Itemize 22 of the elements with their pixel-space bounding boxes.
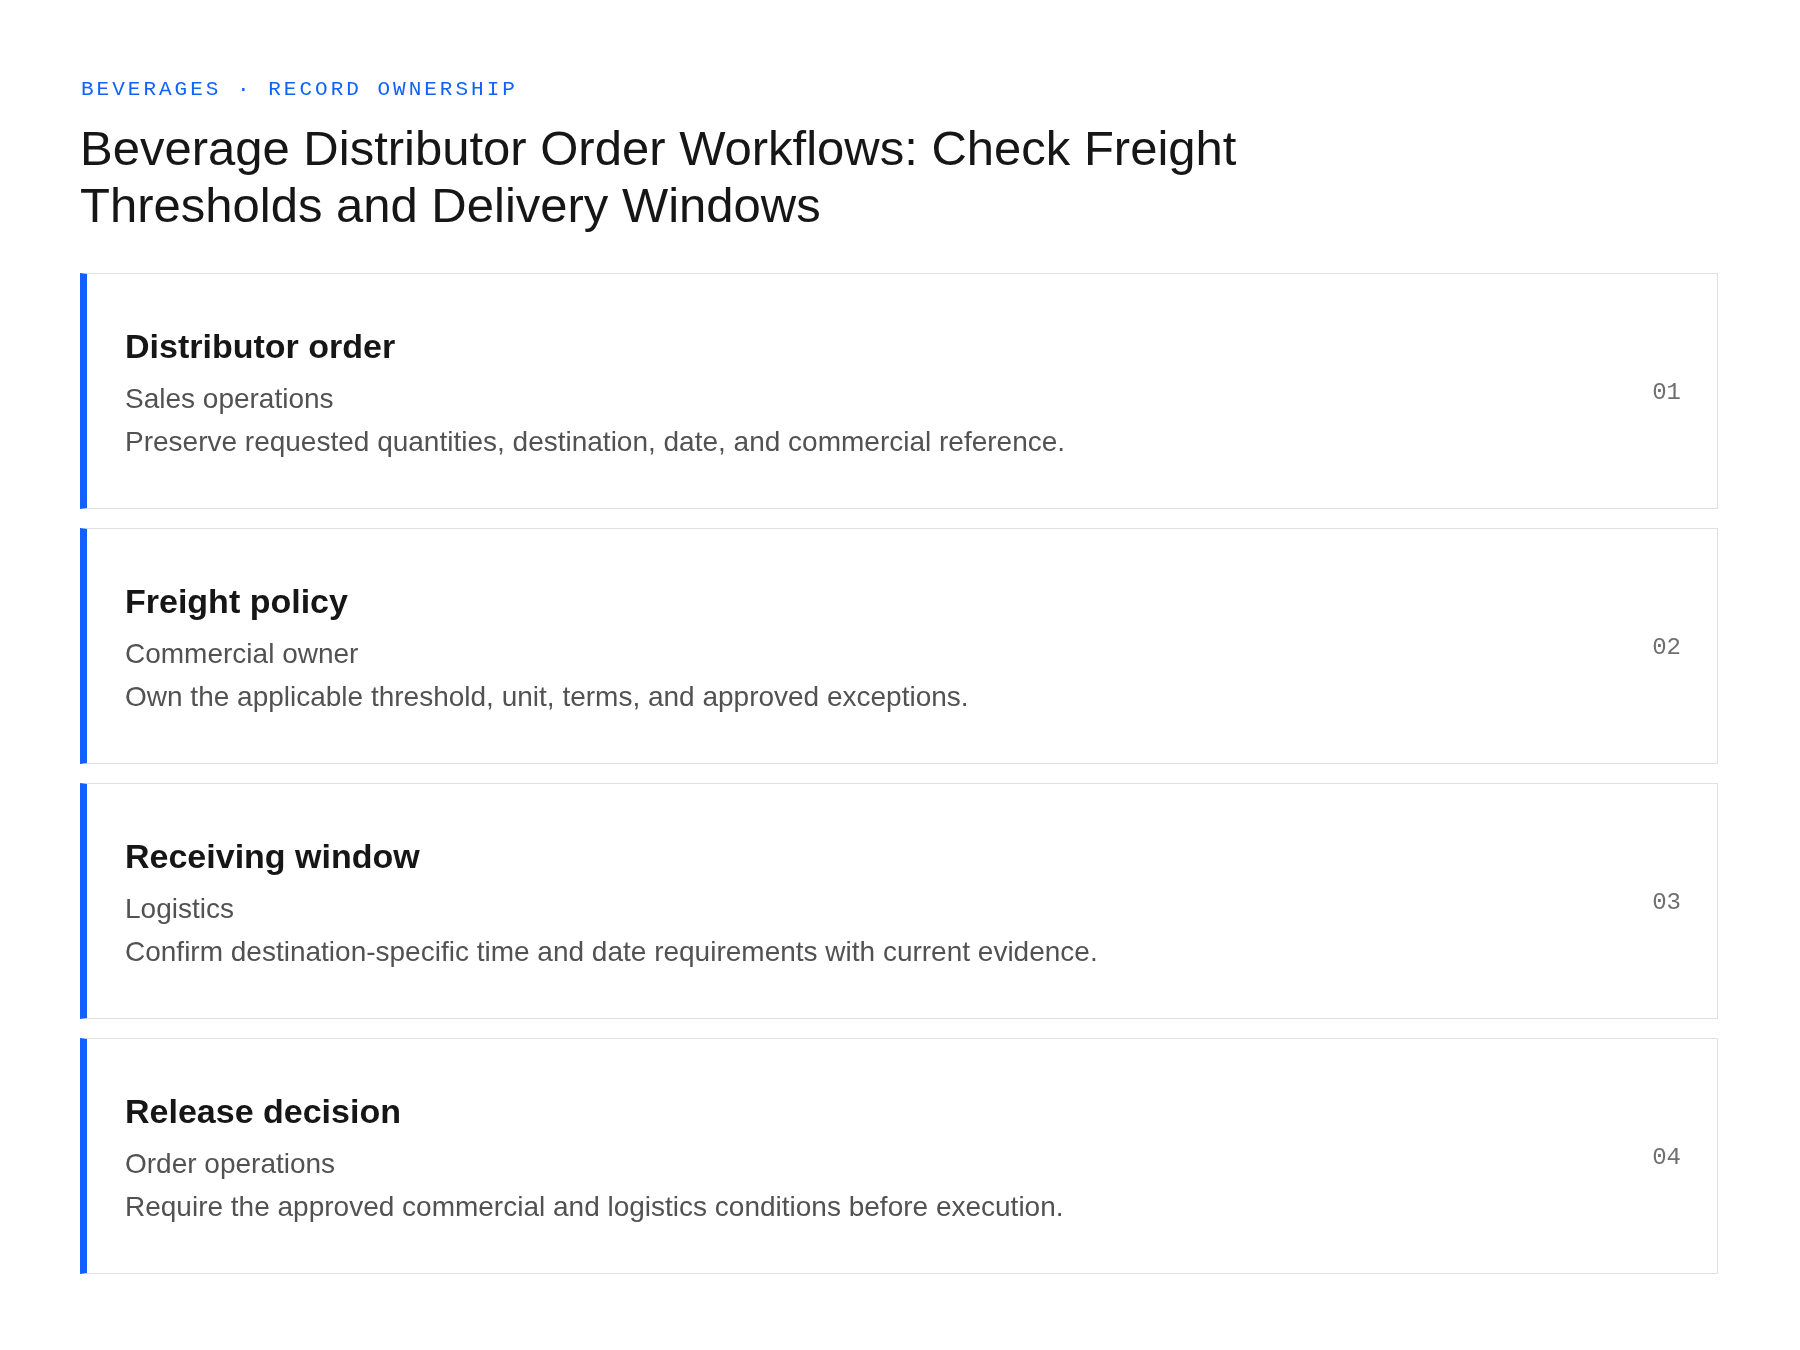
step-number: 01 xyxy=(1652,378,1681,408)
card-heading: Receiving window xyxy=(125,836,420,876)
card-description: Require the approved commercial and logistics conditions before execution. xyxy=(125,1190,1064,1224)
card-subtitle: Order operations xyxy=(125,1147,336,1181)
card-subtitle: Commercial owner xyxy=(125,637,359,671)
step-number: 02 xyxy=(1652,633,1681,663)
card-subtitle: Sales operations xyxy=(125,382,334,416)
step-card xyxy=(80,783,1718,1019)
step-card xyxy=(80,528,1718,764)
card-description: Own the applicable threshold, unit, terms, and approved exceptions. xyxy=(125,680,969,714)
card-subtitle: Logistics xyxy=(125,892,234,926)
page-title: Beverage Distributor Order Workflows: Check Freight Thresholds and Delivery Windows xyxy=(80,120,1238,234)
step-number: 04 xyxy=(1652,1143,1681,1173)
card-description: Preserve requested quantities, destination, date, and commercial reference. xyxy=(125,425,1066,459)
step-card xyxy=(80,1038,1718,1274)
step-number: 03 xyxy=(1652,888,1681,918)
step-card xyxy=(80,273,1718,509)
category-label: BEVERAGES · RECORD OWNERSHIP xyxy=(81,78,518,101)
card-description: Confirm destination-specific time and date requirements with current evidence. xyxy=(125,935,1098,969)
card-heading: Freight policy xyxy=(125,581,348,621)
card-heading: Release decision xyxy=(125,1091,401,1131)
card-heading: Distributor order xyxy=(125,326,396,366)
